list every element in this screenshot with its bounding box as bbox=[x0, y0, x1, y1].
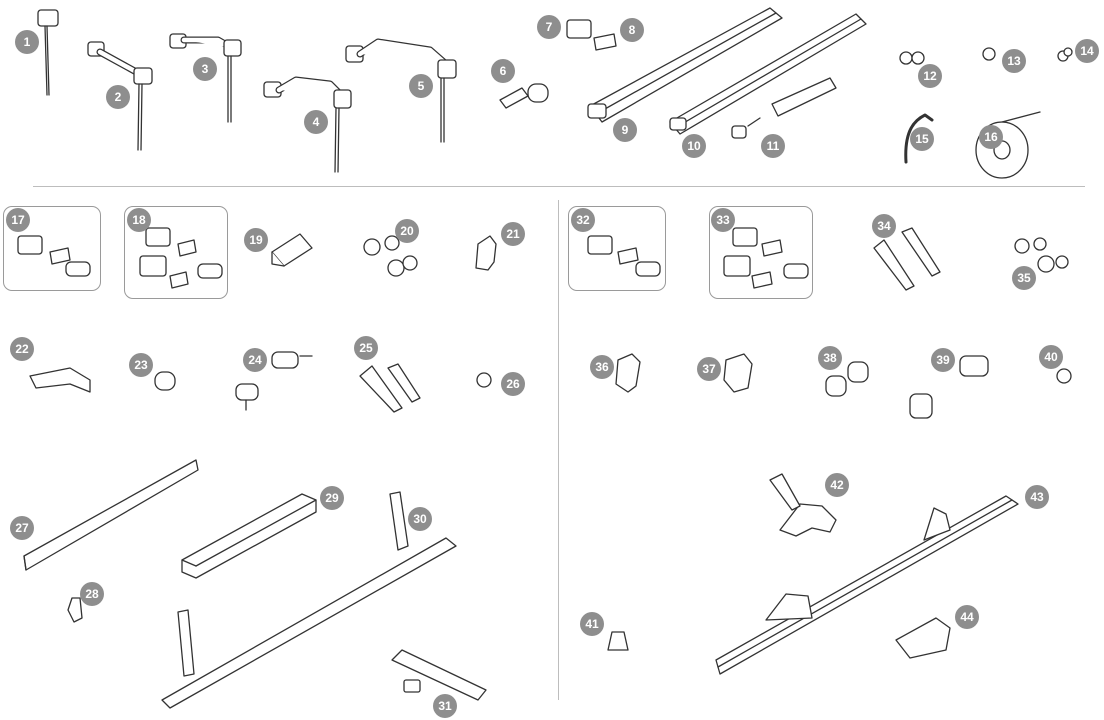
part-number-badge-26: 26 bbox=[501, 372, 525, 396]
part-number-badge-32: 32 bbox=[571, 208, 595, 232]
kit-box-33 bbox=[709, 206, 813, 299]
part-number-badge-15: 15 bbox=[910, 127, 934, 151]
part-number-badge-21: 21 bbox=[501, 222, 525, 246]
part-number-badge-13: 13 bbox=[1002, 49, 1026, 73]
part-21-clip bbox=[475, 235, 497, 271]
part-number-badge-30: 30 bbox=[408, 507, 432, 531]
part-38-spacers bbox=[825, 361, 869, 397]
part-number-badge-6: 6 bbox=[491, 59, 515, 83]
part-number-badge-41: 41 bbox=[580, 612, 604, 636]
part-number-badge-37: 37 bbox=[697, 357, 721, 381]
part-number-badge-8: 8 bbox=[620, 18, 644, 42]
part-41-hook bbox=[607, 631, 629, 651]
part-4-bracket bbox=[263, 76, 352, 173]
part-number-badge-29: 29 bbox=[320, 486, 344, 510]
part-6-clip bbox=[499, 83, 549, 109]
part-35-knobs bbox=[1014, 237, 1069, 273]
part-number-badge-1: 1 bbox=[15, 30, 39, 54]
part-33-kit bbox=[723, 227, 809, 289]
part-36-clip bbox=[615, 353, 641, 393]
part-1-bracket bbox=[37, 9, 59, 96]
part-number-badge-38: 38 bbox=[818, 346, 842, 370]
part-5-bracket bbox=[345, 38, 457, 143]
part-number-badge-42: 42 bbox=[825, 473, 849, 497]
part-14-nut bbox=[1057, 47, 1073, 62]
part-number-badge-27: 27 bbox=[10, 516, 34, 540]
part-number-badge-40: 40 bbox=[1039, 345, 1063, 369]
part-number-badge-25: 25 bbox=[354, 336, 378, 360]
part-3-bracket bbox=[169, 33, 242, 123]
part-39-connector bbox=[909, 355, 989, 419]
part-number-badge-5: 5 bbox=[409, 74, 433, 98]
part-26-cap bbox=[476, 372, 492, 388]
part-number-badge-28: 28 bbox=[80, 582, 104, 606]
part-40-cap bbox=[1056, 368, 1072, 384]
part-number-badge-4: 4 bbox=[304, 110, 328, 134]
part-number-badge-20: 20 bbox=[395, 219, 419, 243]
section-divider-vertical bbox=[558, 200, 559, 700]
part-19-bracket bbox=[271, 233, 313, 267]
part-number-badge-35: 35 bbox=[1012, 266, 1036, 290]
section-divider-horizontal bbox=[33, 186, 1085, 187]
part-29-tray bbox=[181, 493, 317, 579]
part-25-straps bbox=[359, 363, 421, 413]
part-number-badge-17: 17 bbox=[6, 208, 30, 232]
part-12-caps bbox=[899, 51, 925, 65]
part-number-badge-11: 11 bbox=[761, 134, 785, 158]
part-number-badge-24: 24 bbox=[243, 348, 267, 372]
part-10-rail bbox=[669, 13, 867, 135]
part-number-badge-31: 31 bbox=[433, 694, 457, 718]
part-number-badge-9: 9 bbox=[613, 118, 637, 142]
part-number-badge-23: 23 bbox=[129, 353, 153, 377]
part-number-badge-14: 14 bbox=[1075, 39, 1099, 63]
part-number-badge-19: 19 bbox=[244, 228, 268, 252]
part-31-strap bbox=[391, 649, 487, 701]
part-37-cover bbox=[723, 353, 753, 393]
part-number-badge-36: 36 bbox=[590, 355, 614, 379]
part-number-badge-12: 12 bbox=[918, 64, 942, 88]
part-number-badge-34: 34 bbox=[872, 214, 896, 238]
part-number-badge-43: 43 bbox=[1025, 485, 1049, 509]
part-27-rail bbox=[23, 459, 199, 571]
part-15-strap bbox=[904, 113, 934, 164]
part-43-rail bbox=[715, 495, 1019, 675]
part-28-hook bbox=[67, 597, 83, 623]
part-9-rail bbox=[587, 7, 783, 123]
kit-box-17 bbox=[3, 206, 101, 291]
part-2-bracket bbox=[87, 41, 153, 151]
kit-box-32 bbox=[568, 206, 666, 291]
part-42-holder bbox=[769, 473, 837, 537]
part-11-light bbox=[731, 77, 837, 139]
part-13-screw bbox=[982, 47, 996, 61]
part-number-badge-22: 22 bbox=[10, 337, 34, 361]
part-8-plate bbox=[593, 33, 617, 51]
part-number-badge-18: 18 bbox=[127, 208, 151, 232]
part-number-badge-44: 44 bbox=[955, 605, 979, 629]
part-17-kit bbox=[17, 235, 91, 277]
part-number-badge-10: 10 bbox=[682, 134, 706, 158]
part-34-straps bbox=[873, 227, 941, 291]
part-number-badge-7: 7 bbox=[537, 15, 561, 39]
part-number-badge-39: 39 bbox=[931, 348, 955, 372]
part-20-knobs bbox=[363, 235, 418, 277]
kit-box-18 bbox=[124, 206, 228, 299]
part-23-spacer bbox=[154, 371, 176, 391]
part-44-buckle bbox=[895, 617, 951, 659]
part-number-badge-16: 16 bbox=[979, 125, 1003, 149]
part-number-badge-3: 3 bbox=[193, 57, 217, 81]
part-number-badge-2: 2 bbox=[106, 85, 130, 109]
part-18-kit bbox=[139, 227, 223, 289]
part-24-connector bbox=[235, 351, 313, 411]
part-32-kit bbox=[587, 235, 661, 277]
part-22-holder bbox=[29, 367, 91, 393]
part-7-pad bbox=[566, 19, 592, 39]
part-number-badge-33: 33 bbox=[711, 208, 735, 232]
part-30-rail bbox=[161, 491, 457, 709]
